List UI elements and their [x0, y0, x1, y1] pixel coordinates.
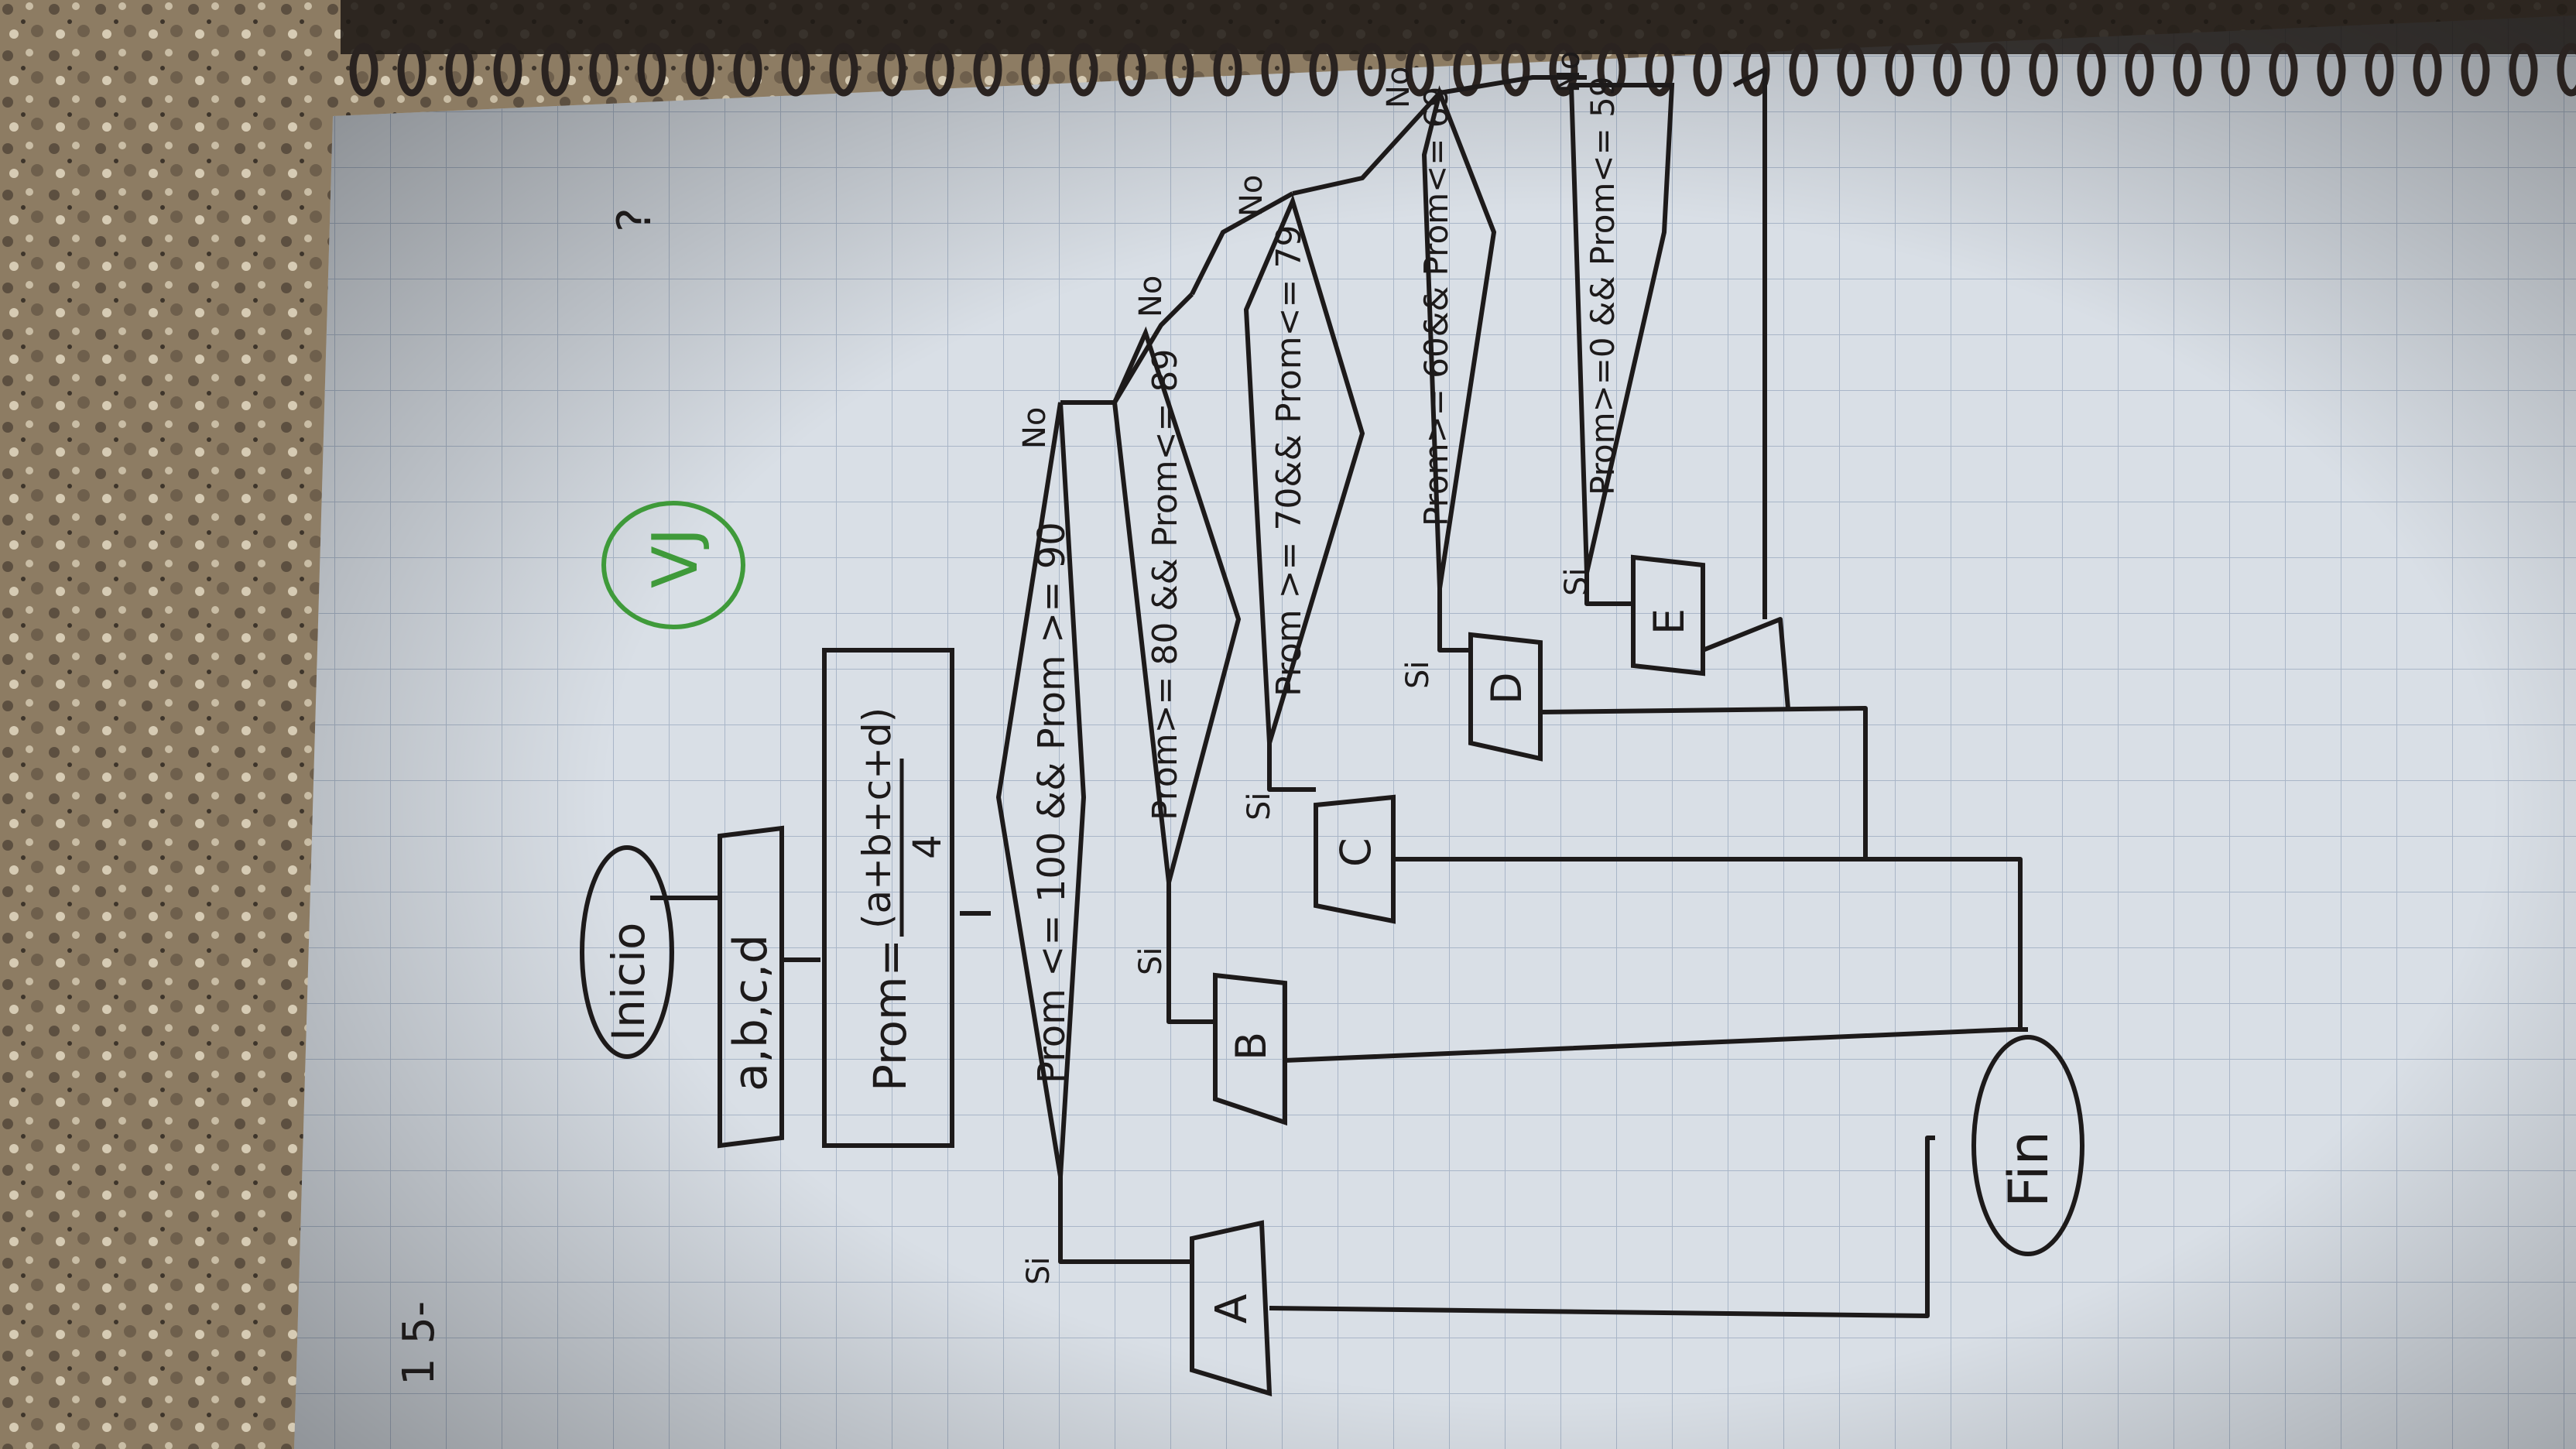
svg-text:D: D — [1482, 672, 1531, 704]
decision-2: Prom>= 80 && Prom<= 89 — [1112, 326, 1242, 883]
svg-text:No: No — [1381, 67, 1416, 108]
spiral-coil — [1885, 43, 1914, 97]
input-parallelogram: a,b,c,d — [718, 825, 784, 1149]
spiral-coil — [877, 43, 906, 97]
spiral-coil — [2221, 43, 2250, 97]
spiral-coil — [781, 43, 810, 97]
svg-text:A: A — [1207, 1294, 1257, 1324]
decision-1: Prom <= 100 && Prom >= 90 — [995, 402, 1087, 1177]
question-mark: ? — [608, 207, 662, 232]
spiral-coil — [1309, 43, 1338, 97]
svg-text:Si: Si — [1559, 567, 1595, 596]
spiral-coil — [1645, 43, 1674, 97]
svg-text:Si: Si — [1133, 947, 1169, 975]
spiral-coil — [1837, 43, 1866, 97]
svg-text:Si: Si — [1021, 1256, 1057, 1285]
spiral-coil — [1693, 43, 1722, 97]
spiral-coil — [2077, 43, 2106, 97]
decision-4: Prom>= 60&& Prom<= 69 — [1417, 85, 1497, 589]
svg-text:No: No — [1551, 51, 1587, 93]
spiral-binding — [349, 43, 2576, 97]
spiral-coil — [1069, 43, 1098, 97]
spiral-coil — [1549, 43, 1578, 97]
spiral-coil — [1597, 43, 1626, 97]
end-terminal: Fin — [1971, 1035, 2084, 1256]
spiral-coil — [2509, 43, 2538, 97]
spiral-coil — [1405, 43, 1434, 97]
spiral-coil — [397, 43, 426, 97]
spiral-coil — [925, 43, 954, 97]
start-terminal: Inicio — [580, 845, 674, 1059]
decision-3: Prom >= 70&& Prom<= 79 — [1243, 194, 1365, 744]
spiral-coil — [1021, 43, 1050, 97]
spiral-coil — [1165, 43, 1194, 97]
spiral-coil — [637, 43, 666, 97]
spiral-coil — [1933, 43, 1962, 97]
output-E: E — [1631, 554, 1705, 677]
svg-text:Prom>=0 && Prom<= 59: Prom>=0 && Prom<= 59 — [1584, 76, 1622, 495]
svg-text:C: C — [1331, 838, 1380, 867]
svg-text:Prom>= 60&& Prom<= 69: Prom>= 60&& Prom<= 69 — [1417, 87, 1455, 526]
spiral-coil — [2173, 43, 2202, 97]
spiral-coil — [349, 43, 379, 97]
svg-text:VJ: VJ — [639, 528, 711, 588]
flow-connectors — [650, 67, 2028, 1318]
svg-text:4: 4 — [905, 834, 950, 859]
spiral-coil — [1117, 43, 1146, 97]
page-shadow — [294, 15, 2576, 1449]
spiral-binding-shadow — [341, 0, 2576, 54]
spiral-coil — [2413, 43, 2442, 97]
svg-text:Prom>= 80 && Prom<= 89: Prom>= 80 && Prom<= 89 — [1146, 349, 1185, 820]
grade-stamp: VJ — [601, 501, 745, 629]
output-B: B — [1213, 972, 1287, 1126]
spiral-coil — [2125, 43, 2154, 97]
spiral-coil — [1213, 43, 1242, 97]
svg-text:No: No — [1234, 175, 1269, 217]
page-number: 1 5- — [394, 1301, 444, 1386]
svg-text:No: No — [1133, 276, 1169, 317]
spiral-coil — [445, 43, 474, 97]
spiral-coil — [2461, 43, 2490, 97]
decision-5: Prom>=0 && Prom<= 59 — [1568, 76, 1675, 574]
spiral-coil — [2557, 43, 2576, 97]
svg-text:Prom <= 100 && Prom >= 90: Prom <= 100 && Prom >= 90 — [1030, 522, 1074, 1084]
output-D: D — [1468, 632, 1543, 762]
svg-text:No: No — [1017, 407, 1053, 449]
spiral-coil — [2317, 43, 2346, 97]
spiral-coil — [685, 43, 714, 97]
svg-text:(a+b+c+d): (a+b+c+d) — [855, 707, 899, 929]
svg-text:E: E — [1645, 608, 1694, 635]
spiral-coil — [493, 43, 522, 97]
spiral-coil — [541, 43, 570, 97]
spiral-coil — [1357, 43, 1386, 97]
spiral-coil — [973, 43, 1002, 97]
spiral-coil — [829, 43, 858, 97]
spiral-coil — [1789, 43, 1818, 97]
branch-labels: Si No Si No Si No Si No Si No — [1017, 51, 1595, 1285]
process-box: Prom= (a+b+c+d) 4 — [822, 648, 954, 1148]
svg-text:a,b,c,d: a,b,c,d — [724, 934, 778, 1091]
spiral-coil — [1501, 43, 1530, 97]
spiral-coil — [1261, 43, 1290, 97]
spiral-coil — [589, 43, 618, 97]
svg-text:Si: Si — [1242, 792, 1277, 820]
spiral-coil — [2029, 43, 2058, 97]
svg-text:B: B — [1227, 1032, 1276, 1060]
spiral-coil — [1981, 43, 2010, 97]
svg-text:Prom >= 70&& Prom<= 79: Prom >= 70&& Prom<= 79 — [1269, 225, 1309, 697]
svg-text:Fin: Fin — [1997, 1131, 2060, 1208]
output-C: C — [1314, 794, 1396, 924]
spiral-coil — [2365, 43, 2394, 97]
output-A: A — [1190, 1220, 1273, 1397]
spiral-coil — [733, 43, 762, 97]
spiral-coil — [2269, 43, 2298, 97]
svg-text:Prom=: Prom= — [864, 939, 916, 1091]
svg-text:Inicio: Inicio — [602, 923, 655, 1041]
spiral-coil — [1453, 43, 1482, 97]
svg-text:Si: Si — [1400, 660, 1436, 689]
